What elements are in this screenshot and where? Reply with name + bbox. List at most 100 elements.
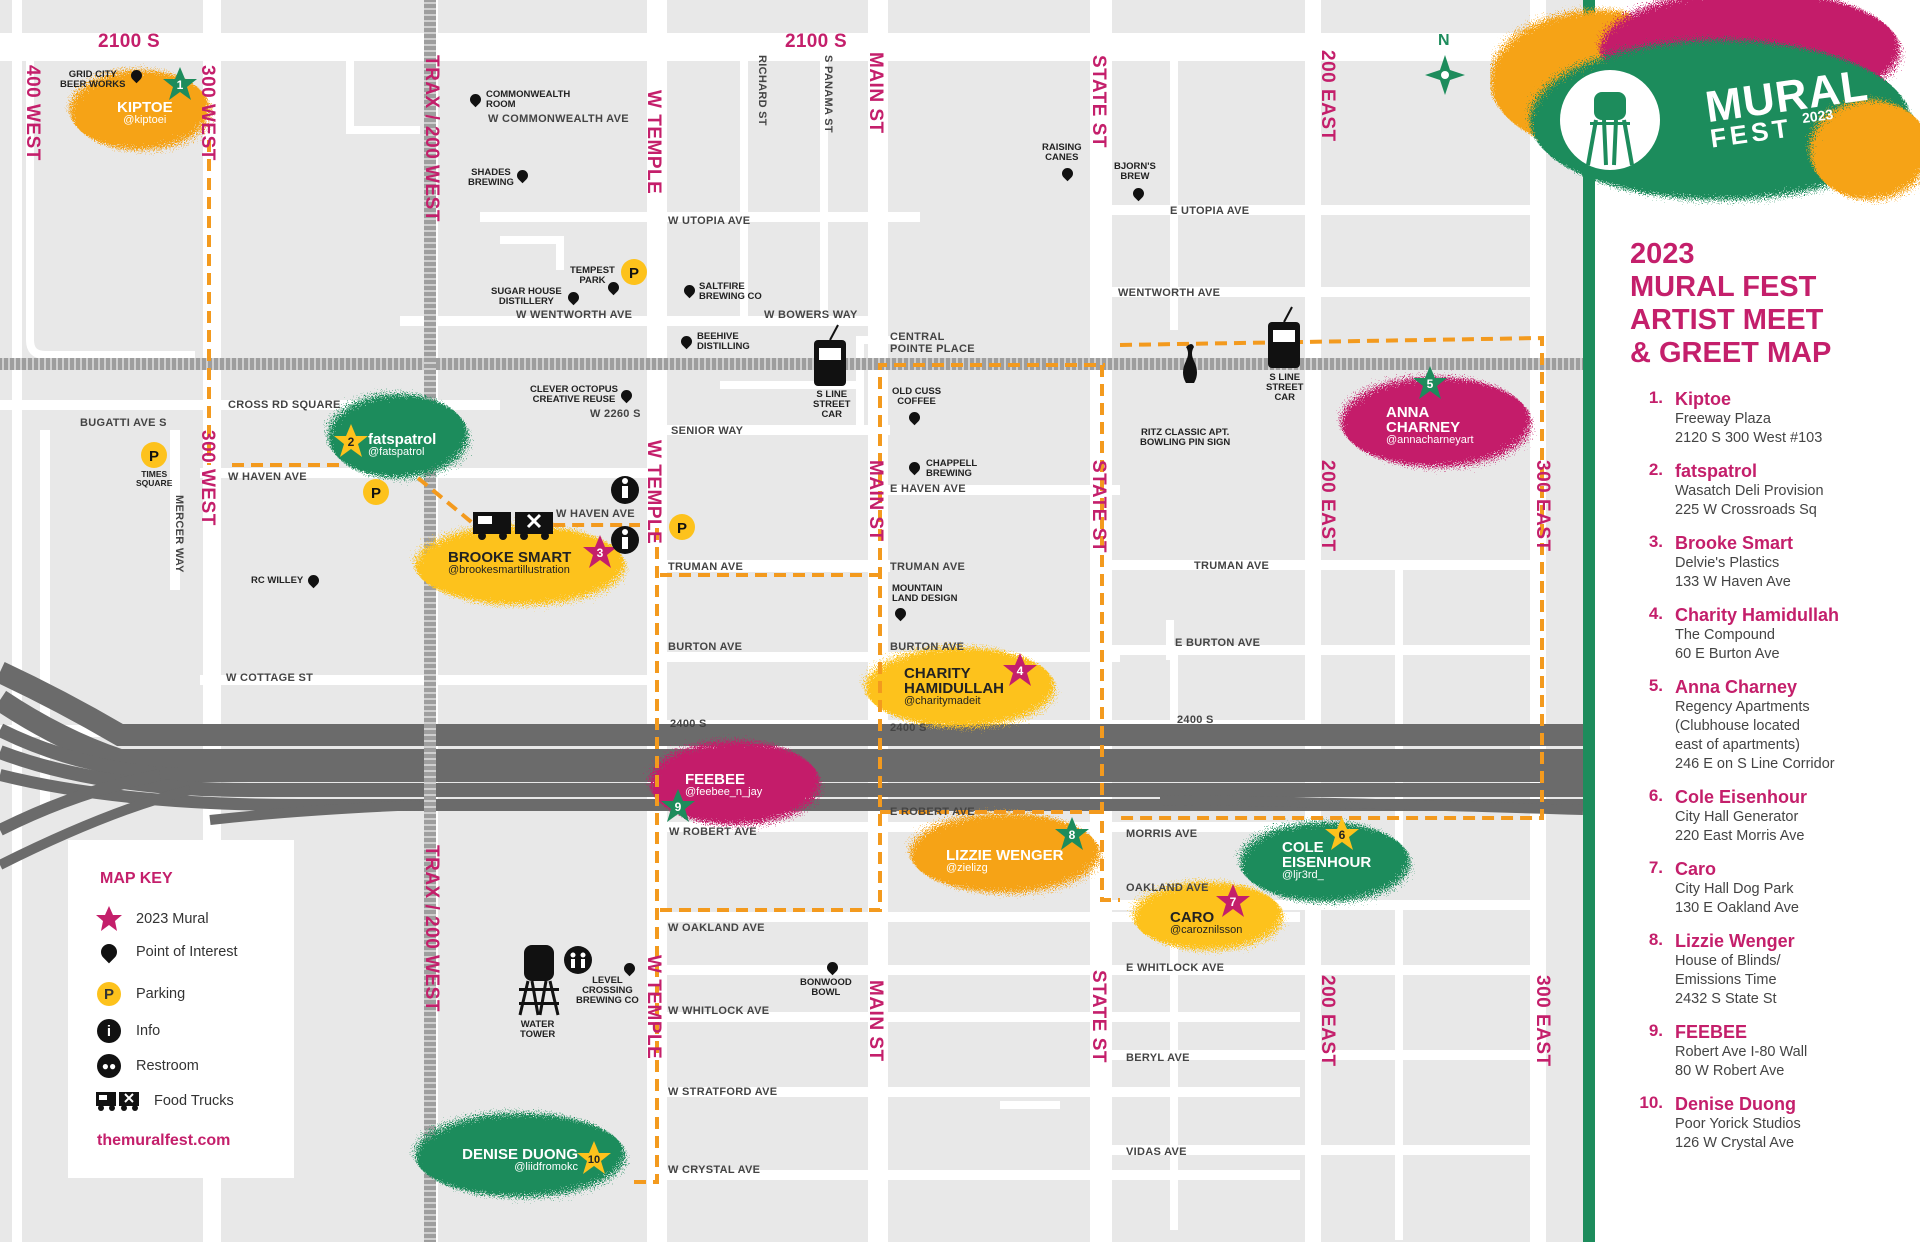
artist-list-number: 6. — [1648, 786, 1663, 805]
street-state-bottom: STATE ST — [1088, 970, 1109, 1064]
poi-label-line: BJORN'S — [1114, 161, 1156, 172]
artist-label-lizzie-wenger[interactable]: LIZZIE WENGER @zielizg — [946, 848, 1064, 874]
map-key-row-food-trucks: Food Trucks — [96, 1090, 234, 1112]
street-200-east-bottom: 200 EAST — [1317, 975, 1338, 1067]
sidebar-title: 2023 MURAL FEST ARTIST MEET & GREET MAP — [1630, 238, 1831, 370]
food-trucks-marker — [473, 512, 553, 540]
artist-list-location-line: 246 E on S Line Corridor — [1675, 756, 1835, 772]
artist-list-number: 4. — [1648, 604, 1663, 623]
poi-label-line: BOWLING PIN SIGN — [1140, 436, 1231, 448]
poi-label-line: LEVEL — [592, 975, 623, 986]
poi-label-line: BEEHIVE — [697, 331, 739, 342]
poi-label-line: MOUNTAIN — [892, 583, 943, 594]
street-w-robert: W ROBERT AVE — [669, 826, 757, 838]
artist-name: ANNA CHARNEY — [1386, 404, 1461, 436]
poi-label-line: BREWING CO — [576, 994, 639, 1006]
street-central-pointe: CENTRAL POINTE PLACE — [890, 331, 975, 355]
artist-list-location-line: 220 East Morris Ave — [1675, 828, 1805, 844]
artist-list-name: Brooke Smart — [1675, 533, 1794, 553]
street-w-stratford: W STRATFORD AVE — [668, 1086, 778, 1098]
water-tower-icon — [518, 945, 560, 1016]
poi-label-line: TEMPEST — [570, 265, 615, 276]
artist-label-feebee[interactable]: FEEBEE @feebee_n_jay — [685, 772, 762, 798]
artist-list-location-line: Regency Apartments — [1675, 699, 1810, 715]
poi-ritz-bowling-pin[interactable]: RITZ CLASSIC APT.BOWLING PIN SIGN — [1140, 428, 1230, 448]
artist-label-fatspatrol[interactable]: fatspatrol @fatspatrol — [368, 432, 436, 458]
mural-fest-logo — [1490, 0, 1920, 200]
artist-list-name: Lizzie Wenger — [1675, 931, 1795, 951]
artist-label-cole-eisenhour[interactable]: COLE EISENHOUR @ljr3rd_ — [1282, 840, 1392, 881]
poi-label-line: STREET — [1266, 381, 1304, 393]
poi-label-line: SUGAR HOUSE — [491, 286, 562, 297]
map-pin-icon — [906, 409, 923, 426]
svg-text:P: P — [371, 485, 381, 502]
sidebar-title-line: MURAL FEST — [1630, 271, 1817, 303]
artist-handle: @liidfromokc — [514, 1161, 578, 1173]
artist-label-denise-duong[interactable]: DENISE DUONG @liidfromokc — [460, 1147, 578, 1173]
freeway-i80 — [0, 662, 1583, 870]
artist-handle: @feebee_n_jay — [685, 786, 763, 798]
street-w-haven: W HAVEN AVE — [556, 508, 635, 520]
street-truman-w: TRUMAN AVE — [668, 561, 744, 573]
street-e-utopia: E UTOPIA AVE — [1170, 205, 1250, 217]
street-w-commonwealth: W COMMONWEALTH AVE — [488, 113, 629, 125]
street-300-east-bottom: 300 EAST — [1532, 975, 1553, 1067]
street-w-whitlock: W WHITLOCK AVE — [668, 1005, 770, 1017]
info-icon: i — [96, 1019, 122, 1043]
street-richard: RICHARD ST — [756, 55, 768, 126]
street-map[interactable]: 1 2 3 4 5 6 7 8 9 10 P P P P — [0, 0, 1583, 1242]
poi-rc-willey[interactable]: RC WILLEY — [251, 575, 304, 586]
artist-label-anna-charney[interactable]: ANNA CHARNEY @annacharneyart — [1386, 405, 1496, 446]
poi-label-line: CLEVER OCTOPUS — [530, 384, 618, 395]
artist-list-location-line: Robert Ave I-80 Wall — [1675, 1044, 1808, 1060]
artist-list-location-line: House of Blinds/ — [1675, 953, 1781, 969]
street-w-utopia: W UTOPIA AVE — [668, 215, 751, 227]
street-state-top: STATE ST — [1088, 55, 1109, 149]
map-key-row-parking: P Parking — [96, 982, 185, 1006]
star-number-4: 4 — [1017, 664, 1024, 678]
artist-label-kiptoe[interactable]: KIPTOE @kiptoei — [117, 100, 173, 126]
poi-label-line: BREWING — [468, 176, 514, 188]
artist-label-charity-hamidullah[interactable]: CHARITY HAMIDULLAH @charitymadeit — [904, 666, 1034, 707]
artist-label-caro[interactable]: CARO @caroznilsson — [1170, 910, 1242, 936]
artist-sidebar: 2023 MURAL FEST ARTIST MEET & GREET MAP … — [1583, 0, 1920, 1242]
street-morris: MORRIS AVE — [1126, 828, 1198, 840]
artist-name: FEEBEE — [685, 771, 746, 788]
website-link[interactable]: themuralfest.com — [97, 1132, 231, 1149]
street-300-east-mid: 300 EAST — [1532, 460, 1553, 552]
poi-label-line: BREWING — [926, 467, 972, 479]
artist-label-brooke-smart[interactable]: BROOKE SMART @brookesmartillustration — [448, 550, 571, 576]
artist-list-location-line: 2432 S State St — [1675, 991, 1777, 1007]
artist-name: LIZZIE WENGER — [946, 847, 1064, 864]
